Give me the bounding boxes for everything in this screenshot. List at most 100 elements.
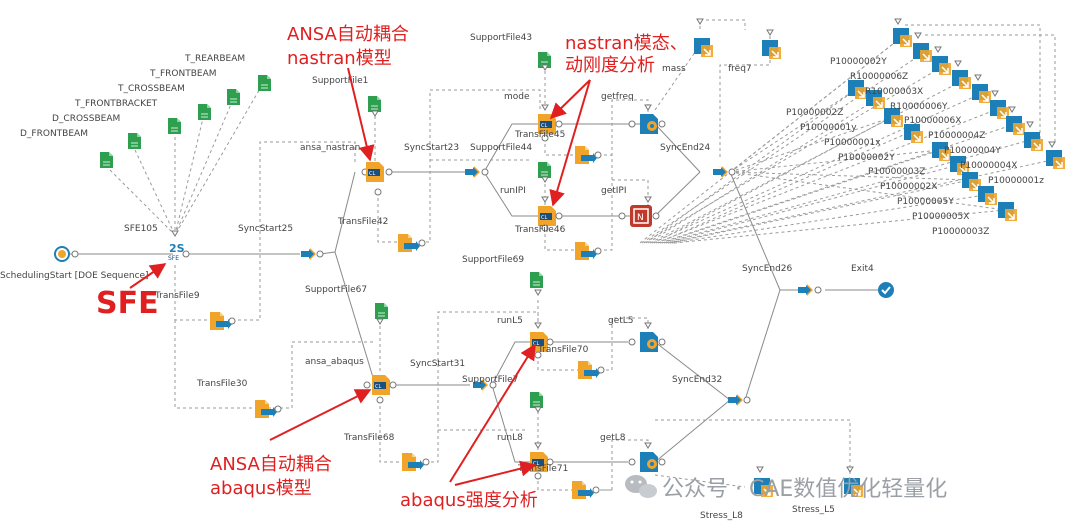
annotation-ansa-nastran-2: nastran模型 <box>287 48 392 69</box>
annotation-abaqus-strength: abaqus强度分析 <box>400 490 538 511</box>
label-syncend24: SyncEnd24 <box>660 143 711 153</box>
label-p8: P10000001x <box>824 138 881 148</box>
label-p2: R10000006Z <box>850 72 908 82</box>
node-supportfile44[interactable] <box>537 161 552 179</box>
node-t-frontbeam[interactable] <box>226 88 241 106</box>
node-runipi[interactable] <box>538 206 556 226</box>
annotation-ansa-nastran-1: ANSA自动耦合 <box>287 24 409 45</box>
label-getl5: getL5 <box>608 316 634 326</box>
annotation-ansa-abaqus-2: abaqus模型 <box>210 478 312 499</box>
label-p15: P10000001z <box>988 176 1044 186</box>
label-supportfile69: SupportFile69 <box>462 255 524 265</box>
node-getl8[interactable] <box>640 452 658 472</box>
label-mass: mass <box>662 64 686 74</box>
node-t-crossbeam[interactable] <box>197 103 212 121</box>
node-syncend32[interactable] <box>728 394 743 406</box>
node-t-rearbeam[interactable] <box>257 74 272 92</box>
node-getipi[interactable]: N <box>630 205 652 227</box>
label-p6: P10000001y <box>800 123 857 133</box>
watermark: 公众号 · CAE数值优化轻量化 <box>625 475 947 502</box>
label-p14: P10000002X <box>880 182 937 192</box>
label-d-crossbeam: D_CROSSBEAM <box>52 114 120 124</box>
label-supportfile44: SupportFile44 <box>470 143 532 153</box>
parameter-fan <box>639 24 1056 244</box>
watermark-text: 公众号 · CAE数值优化轻量化 <box>662 477 947 502</box>
node-supportfile67[interactable] <box>374 302 389 320</box>
label-supportfile67: SupportFile67 <box>305 285 367 295</box>
node-d-crossbeam[interactable] <box>127 132 142 150</box>
label-p18: P10000003Z <box>932 227 989 237</box>
node-t-frontbracket[interactable] <box>167 117 182 135</box>
node-transfile46[interactable] <box>575 242 597 260</box>
node-start[interactable] <box>54 246 70 262</box>
node-sfe105[interactable]: 2S SFE <box>168 242 185 262</box>
label-p7: P10000006X <box>904 116 961 126</box>
label-p16: P10000005Y <box>897 197 954 207</box>
label-exit4: Exit4 <box>851 264 874 274</box>
label-ansa-nastran: ansa_nastran <box>300 143 360 153</box>
label-transfile46: TransFile46 <box>514 225 566 235</box>
label-supportfile1: SupportFile1 <box>312 76 368 86</box>
label-transfile71: TransFile71 <box>517 464 568 474</box>
label-syncstart23: SyncStart23 <box>404 143 459 153</box>
node-transfile70[interactable] <box>578 361 600 379</box>
label-p17: P10000005X <box>912 212 969 222</box>
label-stress-l5: Stress_L5 <box>792 505 835 515</box>
node-transfile45[interactable] <box>575 146 597 164</box>
label-syncend32: SyncEnd32 <box>672 375 722 385</box>
node-transfile68[interactable] <box>402 453 424 471</box>
node-getl5[interactable] <box>640 332 658 352</box>
svg-text:SFE: SFE <box>168 255 179 262</box>
label-syncstart25: SyncStart25 <box>238 224 293 234</box>
annotation-ansa-abaqus-1: ANSA自动耦合 <box>210 454 332 475</box>
label-transfile45: TransFile45 <box>514 130 565 140</box>
node-freq7[interactable] <box>761 39 782 60</box>
node-d-frontbeam[interactable] <box>99 151 114 169</box>
label-supportfile7x: SupportFile7 <box>462 375 518 385</box>
label-p10: P10000002Y <box>838 153 895 163</box>
label-syncend26: SyncEnd26 <box>742 264 793 274</box>
label-runipi: runIPI <box>500 186 526 196</box>
node-getfreq[interactable] <box>640 114 658 134</box>
node-exit4[interactable] <box>878 282 894 298</box>
annotation-nastran-modal-2: 动刚度分析 <box>565 55 655 76</box>
svg-text:N: N <box>637 213 644 223</box>
node-ansa-abaqus[interactable] <box>372 375 390 395</box>
label-p4: P10000002Z <box>786 108 843 118</box>
label-transfile9: TransFile9 <box>154 291 200 301</box>
node-syncend24[interactable] <box>713 166 728 178</box>
label-start: SchedulingStart [DOE Sequence] <box>0 271 149 281</box>
label-p13: P10000004X <box>960 161 1017 171</box>
label-syncstart31: SyncStart31 <box>410 359 465 369</box>
node-ansa-nastran[interactable] <box>366 162 384 182</box>
label-mode: mode <box>504 92 530 102</box>
label-runl8: runL8 <box>497 433 523 443</box>
node-labels: SchedulingStart [DOE Sequence] SFE105 Tr… <box>0 33 1044 521</box>
annotation-sfe: SFE <box>96 286 159 321</box>
node-supportfile7x[interactable] <box>529 391 544 409</box>
node-transfile71[interactable] <box>572 481 594 499</box>
label-transfile30: TransFile30 <box>196 379 248 389</box>
node-syncstart25[interactable] <box>301 248 316 260</box>
node-supportfile1[interactable] <box>367 95 382 113</box>
label-supportfile43: SupportFile43 <box>470 33 532 43</box>
label-p9: P10000004Z <box>928 131 985 141</box>
node-mass[interactable] <box>693 37 714 58</box>
node-syncstart23[interactable] <box>465 166 480 178</box>
node-syncend26[interactable] <box>798 284 813 296</box>
label-t-rearbeam: T_REARBEAM <box>184 54 245 64</box>
label-ansa-abaqus: ansa_abaqus <box>305 357 364 367</box>
label-p3: R10000003X <box>865 87 923 97</box>
label-d-frontbeam: D_FRONTBEAM <box>20 129 88 139</box>
node-transfile30[interactable] <box>255 400 277 418</box>
label-transfile70: TransFile70 <box>537 345 589 355</box>
label-runl5: runL5 <box>497 316 523 326</box>
annotation-nastran-modal-1: nastran模态、 <box>565 33 688 54</box>
label-p12: P10000003Z <box>868 167 925 177</box>
annotations: SFE ANSA自动耦合 nastran模型 nastran模态、 动刚度分析 … <box>96 24 688 511</box>
node-transfile42[interactable] <box>398 234 420 252</box>
node-supportfile69[interactable] <box>529 271 544 289</box>
wechat-icon <box>625 475 657 498</box>
label-p11: P10000004Y <box>944 146 1001 156</box>
